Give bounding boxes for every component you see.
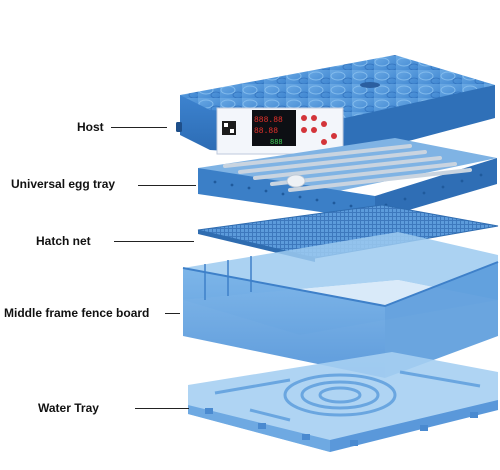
label-universal-egg-tray: Universal egg tray xyxy=(11,177,116,191)
leader-line-host xyxy=(111,127,167,128)
host-vent xyxy=(360,82,380,88)
panel-button-7 xyxy=(321,139,327,145)
frame-side-ribs xyxy=(204,256,252,300)
water-tray-side-lip xyxy=(330,400,498,452)
panel-button-3 xyxy=(301,127,307,133)
water-tray-unit xyxy=(188,352,498,452)
egg-tray-side xyxy=(375,158,497,220)
egg-tray-front xyxy=(198,168,375,220)
leader-line-middle-frame xyxy=(165,313,180,314)
middle-frame-unit xyxy=(182,232,499,378)
panel-button-2 xyxy=(311,115,317,121)
egg-shape xyxy=(286,174,306,188)
leader-line-water-tray xyxy=(135,408,189,409)
label-hatch-net: Hatch net xyxy=(36,234,91,248)
panel-button-6 xyxy=(331,133,337,139)
host-unit: 888.88 88.88 888 xyxy=(176,55,495,158)
water-tray-channels xyxy=(214,370,481,422)
host-side-knob xyxy=(176,122,182,132)
humidity-readout: 88.88 xyxy=(254,127,278,136)
count-readout: 888 xyxy=(270,139,283,147)
frame-front-face xyxy=(183,268,385,378)
host-side-face xyxy=(345,85,495,158)
water-tray-feet xyxy=(205,408,478,446)
panel-button-1 xyxy=(301,115,307,121)
temperature-readout: 888.88 xyxy=(254,116,283,125)
lcd-screen xyxy=(252,110,296,146)
label-host: Host xyxy=(77,120,104,134)
frame-right-face xyxy=(385,262,498,378)
panel-button-4 xyxy=(311,127,317,133)
label-middle-frame-fence-board: Middle frame fence board xyxy=(4,306,150,320)
leader-line-egg-tray xyxy=(138,185,196,186)
egg-tray-rollers xyxy=(223,144,472,192)
label-water-tray: Water Tray xyxy=(38,401,99,415)
control-panel: 888.88 88.88 888 xyxy=(216,107,344,155)
leader-line-hatch-net xyxy=(114,241,194,242)
egg-tray-perforations xyxy=(213,173,483,208)
egg-tray-unit xyxy=(198,138,497,220)
panel-button-5 xyxy=(321,121,327,127)
